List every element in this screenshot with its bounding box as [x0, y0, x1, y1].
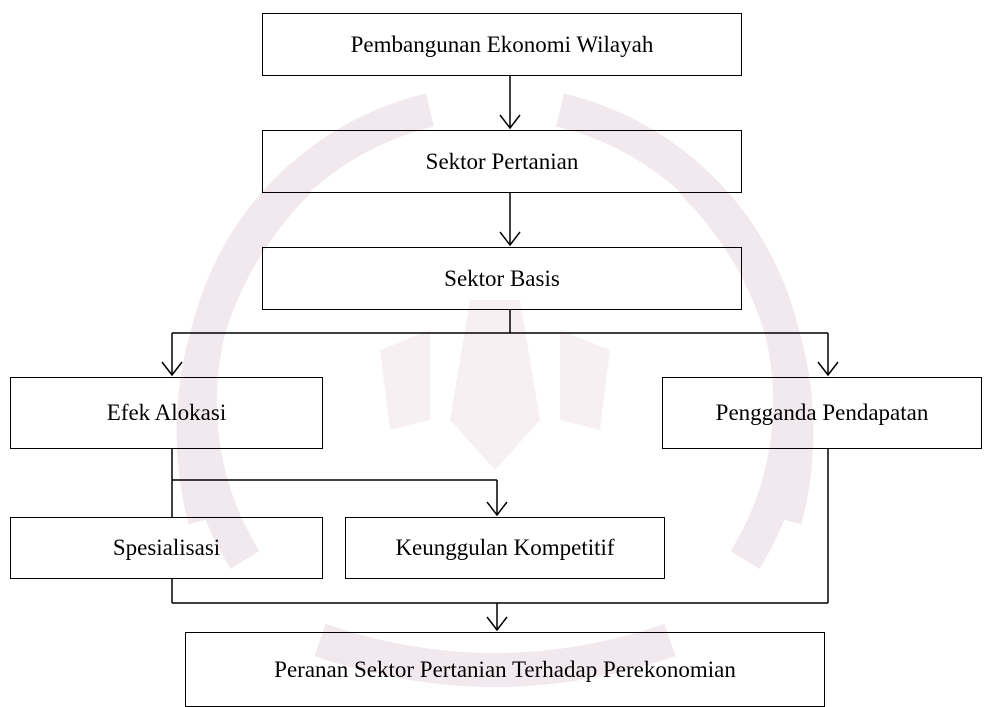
node-label: Sektor Basis [444, 265, 560, 291]
node-pengganda-pendapatan: Pengganda Pendapatan [662, 377, 982, 449]
arrowhead-efek [161, 361, 183, 377]
node-peranan-sektor-pertanian: Peranan Sektor Pertanian Terhadap Pereko… [185, 632, 825, 707]
node-label: Keunggulan Kompetitif [395, 535, 615, 560]
arrowhead-keunggulan [486, 501, 508, 517]
node-label: Spesialisasi [112, 535, 221, 560]
arrowhead-pengganda [817, 361, 839, 377]
node-label: Sektor Pertanian [425, 148, 579, 174]
arrowhead-peranan [486, 616, 508, 632]
arrowhead-basis [499, 231, 521, 247]
node-label: Efek Alokasi [106, 400, 227, 425]
node-label: Pembangunan Ekonomi Wilayah [350, 31, 654, 57]
node-label: Pengganda Pendapatan [715, 400, 929, 425]
node-keunggulan-kompetitif: Keunggulan Kompetitif [345, 517, 665, 579]
node-label: Peranan Sektor Pertanian Terhadap Pereko… [274, 656, 736, 682]
node-spesialisasi: Spesialisasi [10, 517, 323, 579]
node-pembangunan-ekonomi-wilayah: Pembangunan Ekonomi Wilayah [262, 13, 742, 76]
node-sektor-basis: Sektor Basis [262, 247, 742, 310]
node-efek-alokasi: Efek Alokasi [10, 377, 323, 449]
arrowhead-pertanian [499, 114, 521, 130]
node-sektor-pertanian: Sektor Pertanian [262, 130, 742, 193]
